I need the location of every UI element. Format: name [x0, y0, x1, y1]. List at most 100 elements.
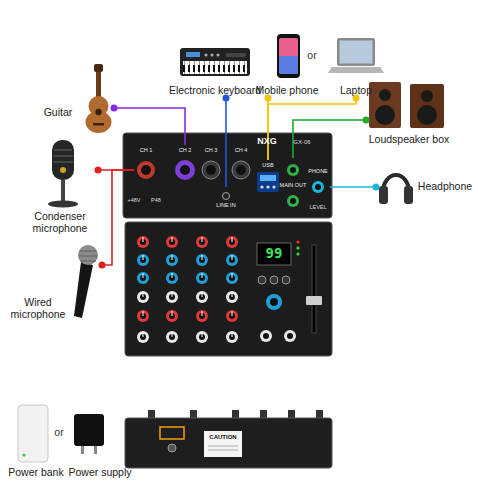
mic-badge [60, 167, 66, 173]
mic-grille [79, 256, 97, 257]
headphone-cup [379, 186, 388, 204]
device-label: Wired microphone [6, 296, 70, 320]
port-label: PHONE [308, 168, 328, 174]
fader-cap [306, 296, 322, 305]
switch-label: P48 [151, 197, 161, 203]
headphone-cup [404, 186, 413, 204]
knob-cap [166, 310, 178, 322]
knob-cap [137, 236, 149, 248]
phone-body [277, 34, 300, 78]
usb-module [257, 172, 279, 192]
connection-wire [102, 170, 134, 265]
mixer-control-panel [125, 222, 332, 356]
knob-pointer [172, 273, 173, 278]
knob-pointer [232, 311, 233, 316]
device-label: Power bank [8, 466, 63, 478]
knob [137, 254, 149, 266]
mic-handle [74, 262, 93, 318]
port-label: MAIN OUT [280, 182, 307, 188]
combo-jack [202, 161, 220, 179]
connection-wire [114, 108, 185, 145]
knob-core [287, 333, 293, 339]
knob-pointer [232, 273, 233, 278]
mic-base [48, 201, 78, 208]
knob-pointer [202, 255, 203, 260]
device-label: Mobile phone [255, 84, 318, 96]
connector-dot [363, 117, 370, 124]
wired-microphone: Wired microphone [4, 243, 102, 322]
main-out-jack [287, 195, 299, 207]
device-label: Electronic keyboard [169, 84, 261, 96]
keyboard-button [210, 53, 213, 56]
effect-knob [266, 294, 282, 310]
mic-grille [53, 162, 73, 163]
knob [137, 331, 149, 343]
combo-jack [137, 161, 155, 179]
guitar-icon [86, 64, 112, 133]
laptop-icon [328, 38, 384, 73]
knob-core [263, 333, 269, 339]
port-label: USB [262, 162, 273, 168]
power-supply: Power supply [66, 410, 133, 480]
knob-pointer [143, 311, 144, 316]
phone-screen [279, 56, 298, 74]
mixer-panel: NXGGX-06CH 1CH 2CH 3CH 4LINE INUSBMAIN O… [123, 133, 332, 218]
device-label: Headphone [418, 180, 472, 192]
device-label: Power supply [68, 466, 131, 478]
port-label: CH 4 [235, 147, 248, 153]
combo-jack-core [236, 165, 246, 175]
knob-cap [226, 331, 238, 343]
device-label: Guitar [44, 106, 73, 118]
knob [166, 310, 178, 322]
condenser-microphone: Condenser microphone [22, 136, 98, 236]
knob-cap [166, 272, 178, 284]
mic-grille [80, 261, 96, 262]
usb-button [266, 185, 269, 188]
speaker-box [410, 84, 444, 128]
port-label: CH 1 [140, 147, 153, 153]
knob-pointer [143, 273, 144, 278]
guitar-head [94, 64, 103, 72]
port: USB [256, 160, 280, 194]
knob-pointer [202, 237, 203, 242]
knob-core [270, 298, 278, 306]
port-label: CH 3 [205, 147, 218, 153]
knob-cap [196, 272, 208, 284]
connector-dot [95, 167, 102, 174]
combo-jack [175, 160, 195, 180]
knob-label: LEVEL [309, 204, 326, 210]
mic-capsule [52, 140, 74, 180]
speaker-icon [369, 82, 444, 128]
phone-screen [279, 38, 298, 74]
knob-cap [226, 254, 238, 266]
port-label: CH 2 [179, 147, 192, 153]
separator-word: or [307, 49, 316, 61]
jack-core [290, 167, 296, 173]
knob [196, 236, 208, 248]
push-button [270, 276, 278, 284]
knob-pointer [202, 273, 203, 278]
knob-pointer [172, 332, 173, 337]
condenser-mic-icon [48, 140, 78, 208]
combo-jack-core [180, 165, 190, 175]
port: CH 3 [200, 145, 222, 185]
knob-pointer [172, 311, 173, 316]
knob-cap [196, 236, 208, 248]
knob [226, 291, 238, 303]
knob [196, 272, 208, 284]
knob [226, 272, 238, 284]
combo-jack-core [206, 165, 216, 175]
keyboard-panel [226, 53, 246, 57]
knob-pointer [232, 255, 233, 260]
knob [196, 331, 208, 343]
separator-word: or [54, 426, 63, 438]
connector-dot [111, 105, 118, 112]
connector-dot [373, 184, 380, 191]
line-in-jack [223, 193, 230, 200]
knob-pointer [172, 255, 173, 260]
knob [226, 254, 238, 266]
headphone-icon [379, 175, 413, 204]
